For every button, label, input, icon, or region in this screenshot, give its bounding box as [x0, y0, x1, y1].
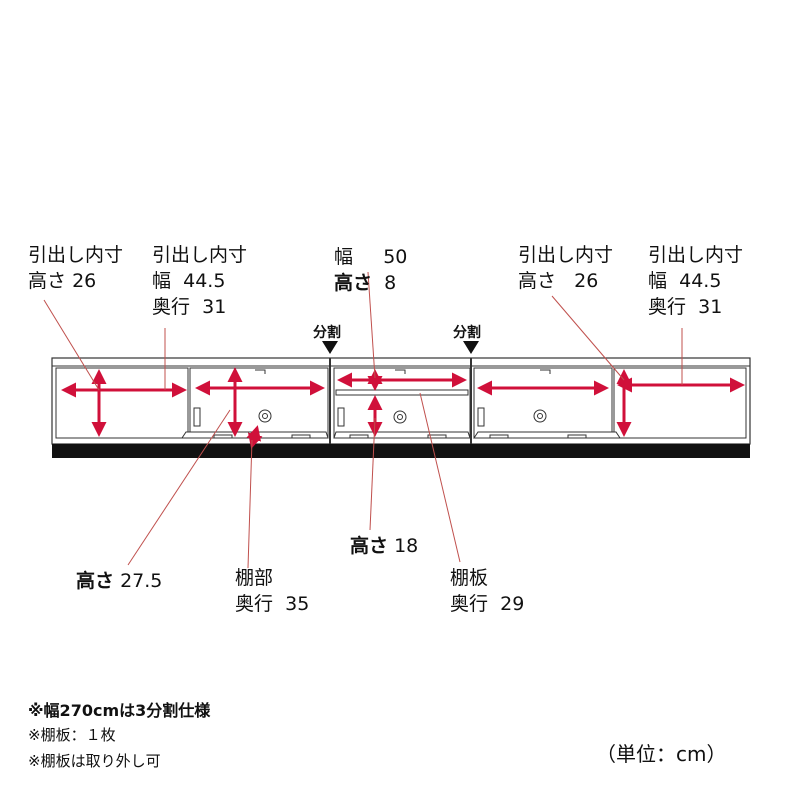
leader-left-height [43, 299, 100, 391]
right-drawer [613, 367, 747, 439]
label-shelf-height: 高さ 27.5 [76, 570, 163, 592]
label-center-height: 高さ 18 [350, 535, 419, 557]
unit-label: （単位：cm） [596, 742, 727, 766]
label-center-top: 幅 50 高さ 8 [334, 246, 408, 294]
label-left-drawer-height: 引出し内寸 高さ 26 [28, 244, 124, 292]
split-label-right: 分割 [453, 325, 481, 341]
leader-center-top [367, 271, 376, 379]
left-drawer [55, 367, 189, 439]
left-compartment [189, 367, 329, 439]
right-compartment [473, 367, 613, 439]
cable-hole-icon [258, 409, 547, 424]
leader-center-height [369, 417, 376, 531]
label-right-drawer-size: 引出し内寸 幅 44.5 奥行 31 [648, 244, 744, 318]
split-marker-right-icon [463, 341, 479, 354]
leader-shelf-board [419, 392, 461, 563]
cabinet-plinth [52, 444, 750, 458]
leader-shelf-section [247, 439, 253, 569]
label-left-drawer-size: 引出し内寸 幅 44.5 奥行 31 [152, 244, 248, 318]
label-right-drawer-height: 引出し内寸 高さ 26 [518, 244, 614, 292]
label-shelf-section: 棚部 奥行 35 [235, 567, 310, 615]
split-marker-left-icon [322, 341, 338, 354]
label-shelf-board: 棚板 奥行 29 [450, 567, 525, 615]
cabinet-body [51, 357, 751, 458]
note-shelf-removable: ※棚板は取り外し可 [28, 752, 161, 770]
note-split-spec: ※幅270cmは3分割仕様 [28, 701, 211, 720]
split-label-left: 分割 [313, 325, 341, 341]
note-shelf-count: ※棚板：１枚 [28, 726, 116, 744]
leader-shelf-height [127, 409, 231, 566]
center-shelf-board [335, 389, 469, 396]
arrow-left-shelf-depth [246, 425, 263, 449]
leader-right-height [551, 295, 625, 381]
